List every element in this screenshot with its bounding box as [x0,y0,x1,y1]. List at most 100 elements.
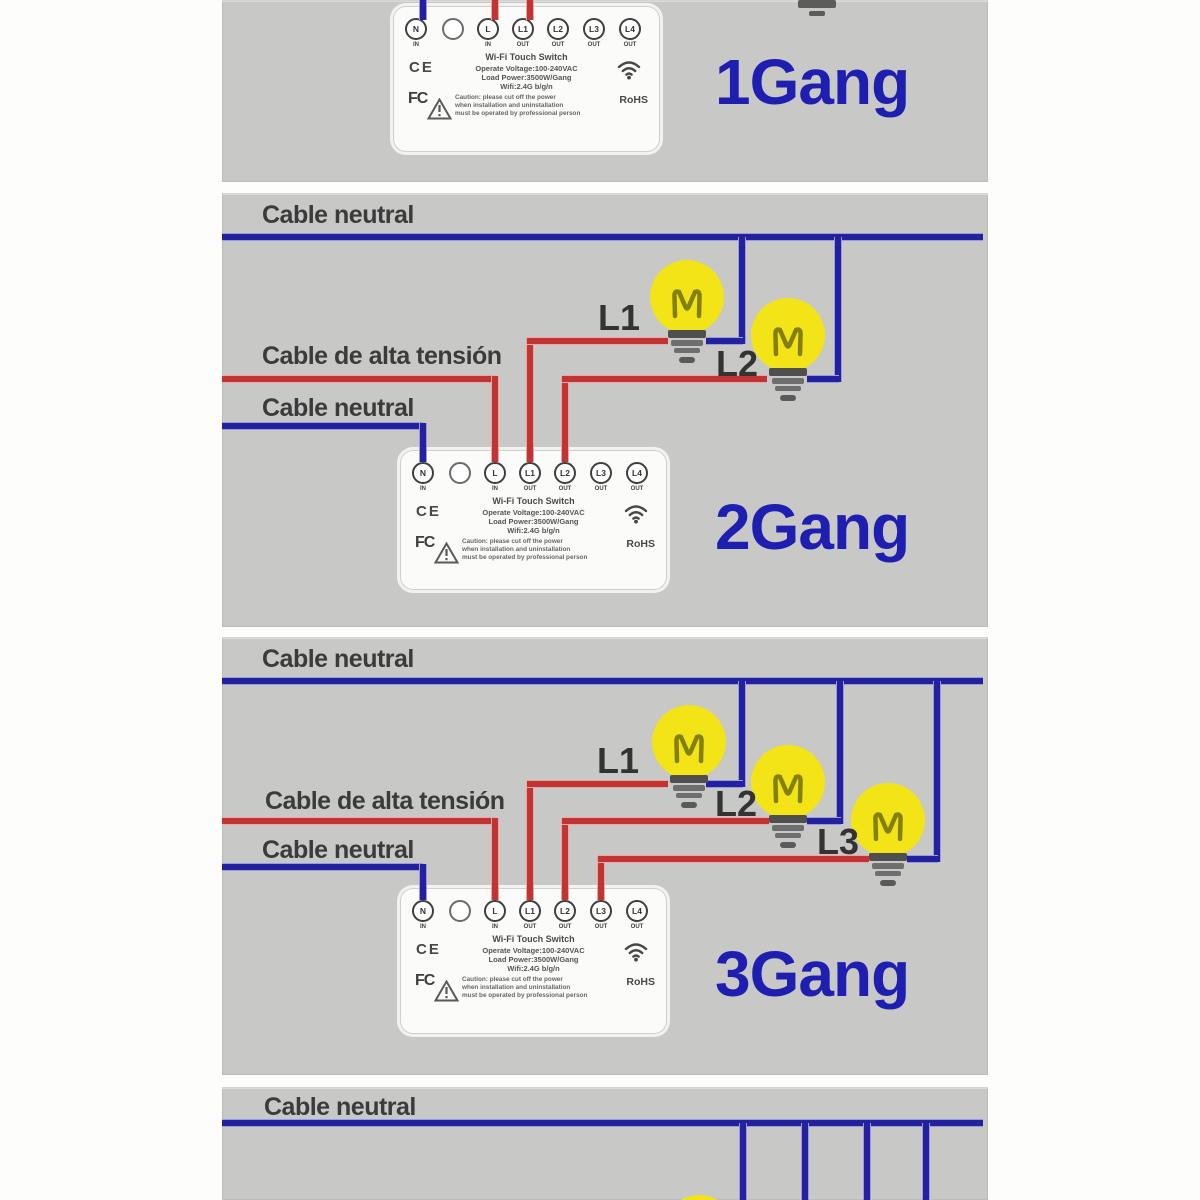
terminal-direction-label: IN [420,924,426,930]
gang-title-1: 1Gang [715,46,910,118]
switch-spec-voltage: Operate Voltage:100-240VAC [482,946,585,955]
terminal-circle: L2 [554,462,576,484]
terminal-circle: L2 [547,18,569,40]
terminal-direction-label: OUT [587,42,601,48]
switch-device-title: Wi-Fi Touch Switch [485,52,568,62]
light-bulb-l1-icon [647,259,727,371]
neutral-stub-l2 [807,818,841,824]
terminal-circle: L4 [626,900,648,922]
lamp-riser-l1 [527,781,533,900]
switch-caution-text: Caution: please cut off the power when i… [462,976,622,1000]
neutral-bus-wire [222,1120,983,1126]
cable-neutral2-label: Cable neutral [262,836,414,864]
lamp-label-l1: L1 [597,740,640,781]
lamp-riser-l2 [562,376,568,462]
switch-spec-wifi: Wifi:2.4G b/g/n [507,964,560,973]
terminal-circle: L2 [554,900,576,922]
caution-line-2: when installation and uninstallation [462,546,571,553]
ce-mark-icon: CE [416,503,441,520]
live-bus-wire [222,376,495,382]
terminal-circle: L1 [519,900,541,922]
light-bulb-l2-icon [748,744,828,856]
light-bulb-l2-icon [748,297,828,409]
switch-device-title: Wi-Fi Touch Switch [492,934,575,944]
terminal-circle: L1 [512,18,534,40]
terminal-circle: L [477,18,499,40]
live-drop-to-L [492,376,498,462]
neutral-stub-l1 [706,781,743,787]
terminal-circle: L3 [590,900,612,922]
rohs-mark: RoHS [619,94,648,106]
terminal-direction-label: IN [492,924,498,930]
caution-line-3: must be operated by professional person [462,992,588,999]
neutral-drop-l1 [739,237,745,344]
switch-spec-wifi: Wifi:2.4G b/g/n [507,526,560,535]
switch-spec-wifi: Wifi:2.4G b/g/n [500,82,553,91]
lamp-label-l2: L2 [716,343,759,384]
cable-neutral-label: Cable neutral [264,1093,416,1121]
terminal-circle: L [484,900,506,922]
ce-mark-icon: CE [409,59,434,76]
terminal-direction-label: OUT [594,924,608,930]
neutral-bus-wire [222,678,983,684]
neutral-drop-3 [864,1123,870,1200]
switch-spec-voltage: Operate Voltage:100-240VAC [482,508,585,517]
fcc-mark-icon: FC [415,534,435,551]
lamp-wire-l2 [562,376,767,382]
terminal-direction-label: IN [420,486,426,492]
terminal-N: N IN [405,18,427,48]
rohs-mark: RoHS [626,538,655,550]
switch-spec-voltage: Operate Voltage:100-240VAC [475,64,578,73]
terminal-circle: L4 [626,462,648,484]
caution-line-3: must be operated by professional person [455,110,581,117]
terminal-direction-label: OUT [630,486,644,492]
live-drop-to-L [492,818,498,900]
neutral-bus-wire [222,234,983,240]
terminal-circle: L1 [519,462,541,484]
terminal-circle [449,900,471,922]
panel-3gang: Cable neutral Cable de alta tensión Cabl… [222,637,988,1075]
gang-title-3: 3Gang [715,938,910,1010]
lamp-riser-l3 [598,856,604,900]
terminal-blank [449,462,471,486]
terminal-direction-label: OUT [558,486,572,492]
cable-neutral-label: Cable neutral [262,645,414,673]
caution-line-1: Caution: please cut off the power [462,976,563,983]
neutral-wire-in [420,0,426,20]
fcc-mark-icon: FC [415,972,435,989]
lamp-riser-l2 [562,818,568,900]
switch-caution-text: Caution: please cut off the power when i… [455,94,615,118]
terminal-direction-label: IN [413,42,419,48]
switch-device-title: Wi-Fi Touch Switch [492,496,575,506]
terminal-circle: N [405,18,427,40]
caution-line-2: when installation and uninstallation [462,984,571,991]
fcc-mark-icon: FC [408,90,428,107]
lamp-wire-l1 [527,338,668,344]
terminal-circle: L3 [590,462,612,484]
terminal-circle: L [484,462,506,484]
panel-2gang: Cable neutral Cable de alta tensión Cabl… [222,193,988,627]
terminal-circle [449,462,471,484]
lamp-wire-l2 [562,818,769,824]
lamp-label-l2: L2 [715,783,758,824]
live-bus-wire [222,818,495,824]
light-bulb-top-remnant [663,1195,735,1200]
light-bulb-base-remnant [798,0,836,8]
lamp-label-l1: L1 [598,297,641,338]
wifi-icon [624,943,648,962]
terminal-direction-label: OUT [594,486,608,492]
